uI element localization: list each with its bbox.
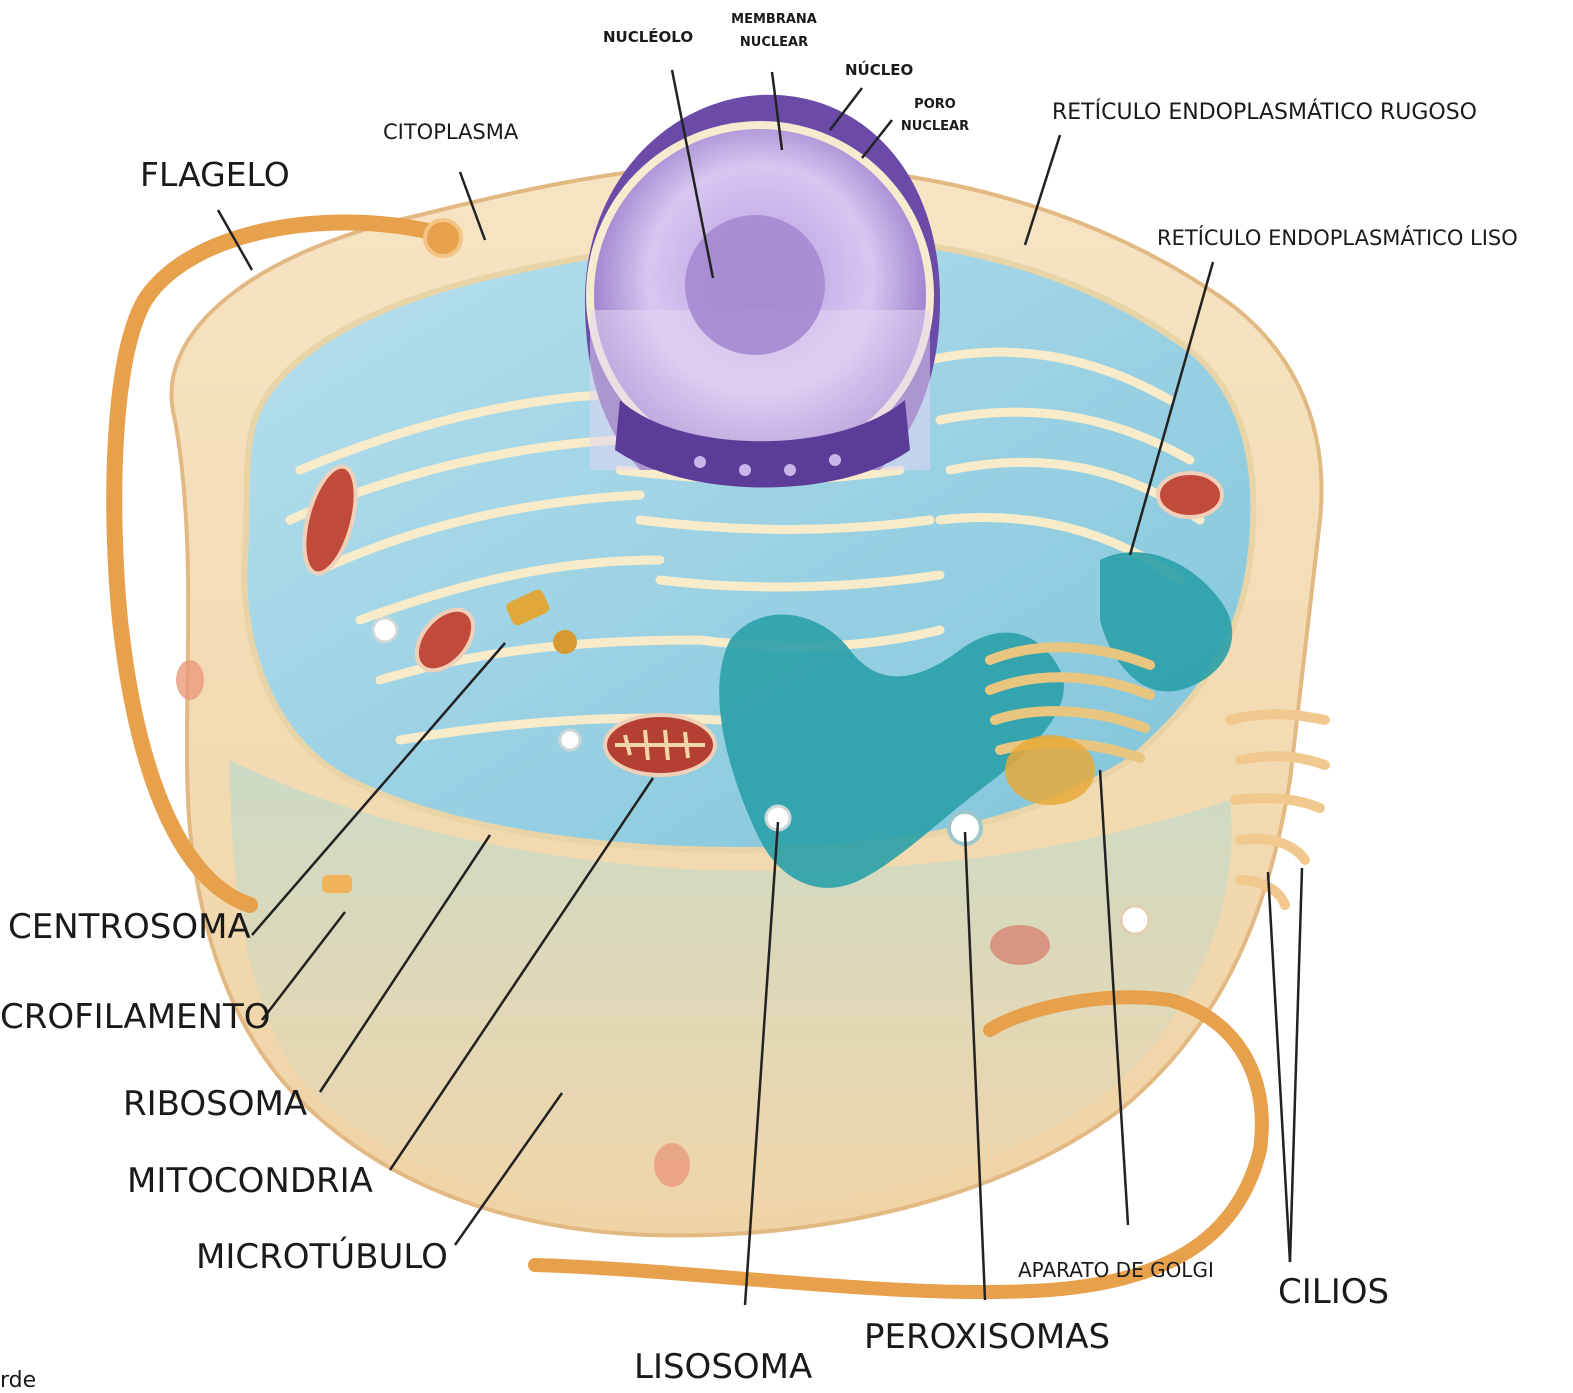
label-cilios: CILIOS	[1278, 1275, 1389, 1309]
label-ribosoma: RIBOSOMA	[123, 1087, 307, 1121]
label-centrosoma: CENTROSOMA	[8, 910, 251, 944]
label-reticulo-liso: RETÍCULO ENDOPLASMÁTICO LISO	[1157, 228, 1518, 249]
mitochondrion-cross-section	[605, 715, 715, 775]
label-membrana-nuclear-line2: NUCLEAR	[722, 36, 826, 49]
label-poro-nuclear: PORO NUCLEAR	[893, 98, 977, 133]
label-lisosoma: LISOSOMA	[634, 1350, 812, 1384]
leader-cilios-1	[1268, 872, 1290, 1262]
leader-cilios-2	[1290, 868, 1302, 1262]
label-nucleolo: NUCLÉOLO	[603, 30, 693, 45]
label-membrana-nuclear: MEMBRANA NUCLEAR	[722, 13, 826, 49]
label-flagelo: FLAGELO	[140, 158, 290, 191]
label-microfilamento: CROFILAMENTO	[0, 1000, 270, 1034]
nucleolus	[685, 215, 825, 355]
label-poro-nuclear-line1: PORO	[893, 98, 977, 111]
mitochondrion	[990, 925, 1050, 965]
flagellum-base	[425, 220, 461, 256]
label-reticulo-rugoso: RETÍCULO ENDOPLASMÁTICO RUGOSO	[1052, 102, 1477, 124]
label-mitocondria: MITOCONDRIA	[127, 1164, 373, 1198]
mitochondrion	[1158, 473, 1222, 517]
label-citoplasma: CITOPLASMA	[383, 122, 518, 143]
label-microtubulo: MICROTÚBULO	[196, 1240, 448, 1274]
golgi-vesicle	[1005, 735, 1095, 805]
label-poro-nuclear-line2: NUCLEAR	[893, 120, 977, 133]
label-nucleo: NÚCLEO	[845, 63, 913, 78]
nuclear-pore	[694, 456, 706, 468]
nucleus	[585, 95, 940, 488]
label-corner-fragment: rde	[0, 1370, 36, 1392]
label-aparato-golgi: APARATO DE GOLGI	[1018, 1260, 1214, 1280]
label-membrana-nuclear-line1: MEMBRANA	[722, 13, 826, 26]
label-peroxisomas: PEROXISOMAS	[864, 1320, 1110, 1354]
